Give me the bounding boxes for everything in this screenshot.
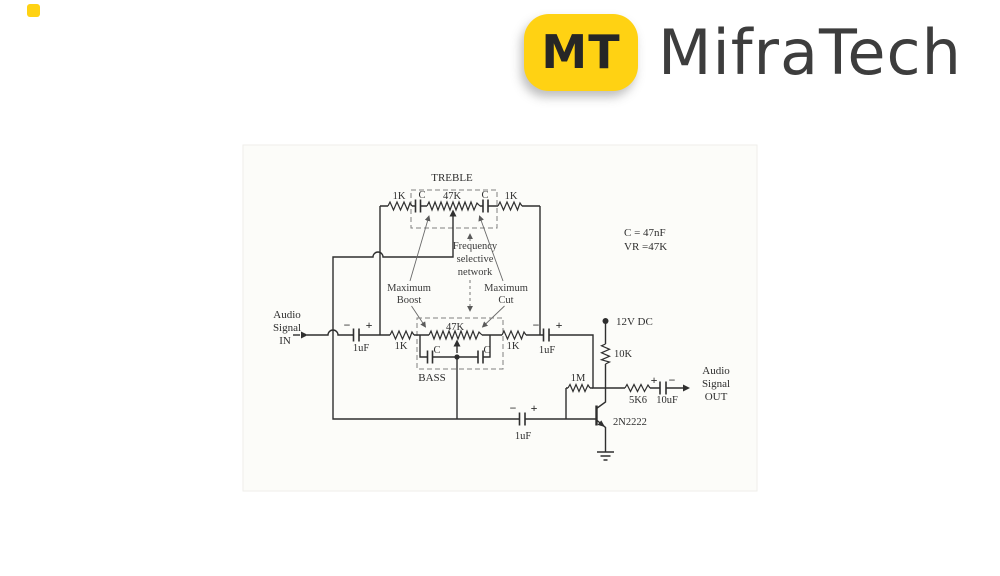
bass-right-resistor [501,329,527,341]
treble-left-resistor-label: 1K [393,191,406,202]
treble-wiper-arrow-icon [449,209,457,217]
audio-in-label-line2: Signal [273,322,301,334]
input-cap-plus-sign: + [366,318,373,332]
max-boost-treble-pointer [409,215,431,282]
output-resistor [624,383,651,393]
bass-left-resistor [389,329,415,341]
amplifier-section [565,318,690,461]
output-cap-label: 10uF [656,395,678,406]
output-cap-icon [659,381,667,395]
input-section [293,328,390,342]
mid-cap-label: 1uF [539,345,556,356]
treble-right-resistor-label: 1K [505,191,518,202]
audio-out-arrow-icon [683,384,690,392]
audio-out-label-line2: Signal [702,378,730,390]
bass-cap-left-label: C [433,345,440,356]
audio-in-arrow-icon [301,331,308,339]
treble-pot-resistor [426,200,481,212]
collector-resistor [599,343,612,365]
feedback-resistor [567,382,591,394]
audio-in-label-line1: Audio [273,309,301,321]
base-cap-minus-sign: − [510,401,517,415]
note-cap-value: C = 47nF [624,227,666,239]
ground-icon [597,451,614,461]
mid-cap-minus-sign: − [533,318,540,332]
bass-cap-left-icon [426,350,434,364]
audio-in-wire [307,329,354,336]
brand-badge-text: MT [541,25,621,79]
collector-resistor-label: 10K [614,349,633,360]
output-cap-minus-sign: − [669,373,676,387]
treble-cap-right-label: C [481,190,488,201]
collector-wire [596,364,607,410]
treble-right-resistor [497,200,523,212]
emitter-wire [596,419,607,452]
freq-net-label-line3: network [458,267,493,278]
max-cut-label-line1: Maximum [484,283,528,294]
bass-left-resistor-label: 1K [395,341,408,352]
bass-section-label: BASS [418,372,446,384]
audio-in-label-line3: IN [279,335,291,347]
treble-cap-left-icon [414,199,422,213]
max-cut-treble-pointer [478,215,504,282]
freq-net-label-line2: selective [457,254,494,265]
supply-label: 12V DC [616,316,653,328]
max-cut-label-line2: Cut [498,295,513,306]
annotation-lines [409,215,505,328]
transistor-label: 2N2222 [613,417,647,428]
bass-pot-resistor [428,329,483,341]
note-vr-value: VR =47K [624,241,667,253]
treble-left-resistor [387,200,413,212]
emitter-arrow-icon [597,420,605,427]
treble-section-label: TREBLE [431,172,473,184]
bass-cap-branch-wire [419,335,491,358]
bass-right-resistor-label: 1K [507,341,520,352]
bass-cap-right-label: C [483,345,490,356]
base-cap-plus-sign: + [531,401,538,415]
treble-wiper-wire [332,216,520,420]
bottom-rail-section [518,412,596,426]
max-cut-bass-pointer [481,305,505,328]
brand-logo: MT MifraTech [524,12,962,92]
input-cap-minus-sign: − [344,318,351,332]
treble-cap-left-label: C [418,190,425,201]
bass-section [389,317,606,419]
feedback-resistor-label: 1M [571,373,586,384]
treble-pot-label: 47K [443,191,462,202]
bass-pot-label: 47K [446,322,465,333]
brand-badge-icon: MT [524,13,638,91]
bass-dashed-box [416,317,504,370]
feedback-resistor-leads [565,387,593,419]
audio-out-label-line1: Audio [702,365,730,377]
input-cap-label: 1uF [353,343,370,354]
base-cap-icon [518,412,526,426]
bass-cap-right-icon [477,350,484,364]
max-boost-label-line1: Maximum [387,283,431,294]
bass-wiper-arrow-icon [453,339,461,347]
freq-net-label-line1: Frequency [453,241,498,252]
output-cap-plus-sign: + [651,373,658,387]
feedback-wire [549,334,606,389]
accent-square [27,4,40,17]
brand-name: MifraTech [658,15,962,89]
base-cap-label: 1uF [515,431,532,442]
treble-cap-right-icon [482,199,489,213]
max-boost-label-line2: Boost [397,295,422,306]
mid-cap-plus-sign: + [556,318,563,332]
treble-section [332,189,541,420]
audio-out-label-line3: OUT [705,391,728,403]
max-boost-bass-pointer [411,305,426,328]
output-resistor-label: 5K6 [629,395,647,406]
treble-dashed-box [410,189,498,229]
